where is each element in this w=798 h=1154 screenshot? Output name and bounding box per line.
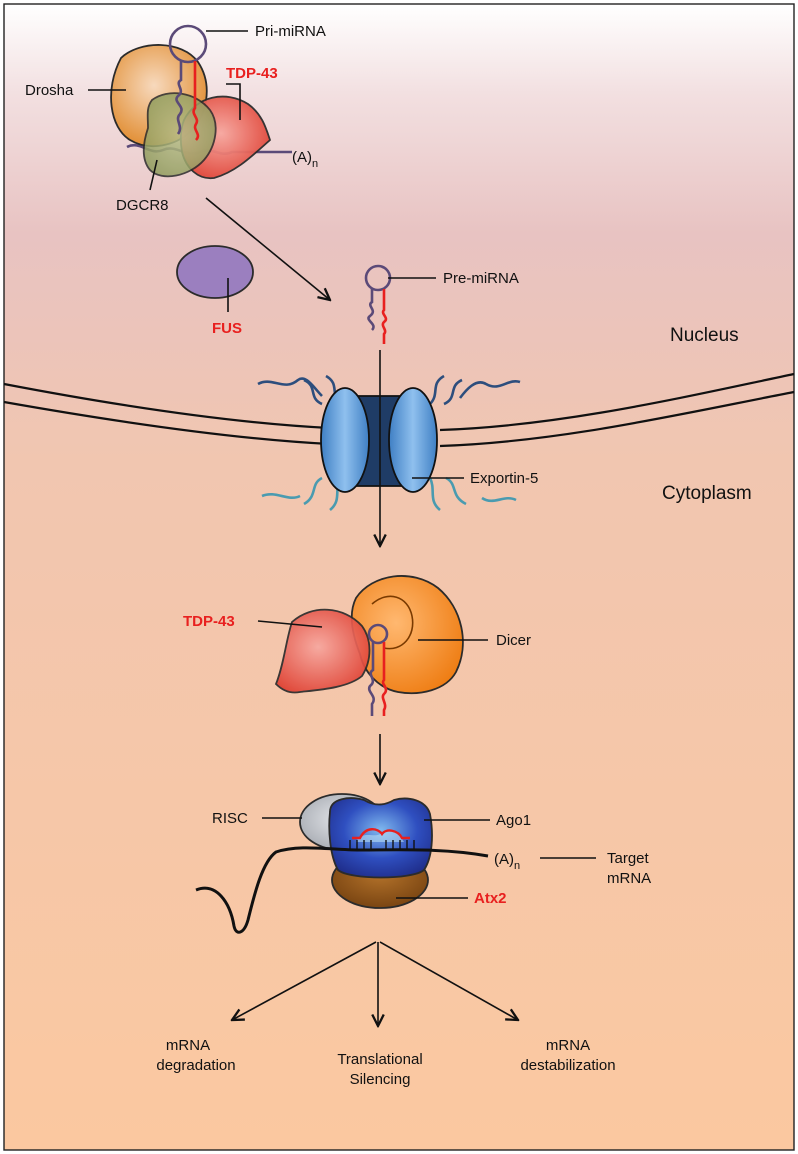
polya-label-top: (A)n [292,149,318,170]
target-mrna-label-1: Target [607,850,650,867]
tdp43-label-dicer: TDP-43 [183,613,235,630]
cytoplasm-label: Cytoplasm [662,483,752,504]
exportin5-label: Exportin-5 [470,470,538,487]
outcome-destabilization-1: mRNA [546,1037,590,1054]
pre-mirna-label: Pre-miRNA [443,270,519,287]
polya-label-bottom: (A)n [494,851,520,872]
processing-arrow [205,197,330,300]
risc-complex [195,793,489,934]
nucleus-label: Nucleus [670,325,739,346]
drosha-complex [110,24,292,180]
dicer-label: Dicer [496,632,531,649]
exportin5-left [320,387,370,493]
atx2-label: Atx2 [474,890,507,907]
dicer-complex [274,575,464,716]
nuclear-pore-exportin5 [257,374,521,511]
target-mrna-label-2: mRNA [607,870,651,887]
target-mrna-strand [195,846,489,934]
tdp43-shape-dicer [274,608,371,694]
outcome-silencing-1: Translational [337,1051,422,1068]
dgcr8-label: DGCR8 [116,197,169,214]
pri-mirna-label: Pri-miRNA [255,23,326,40]
outcome-destabilization-2: destabilization [520,1057,615,1074]
exportin5-right [388,387,438,493]
outcome-arrows [232,941,518,1026]
tdp43-label-top: TDP-43 [226,65,278,82]
risc-label: RISC [212,810,248,827]
drosha-label: Drosha [25,82,74,99]
ago1-label: Ago1 [496,812,531,829]
pri-mirna-red-strand [192,61,200,141]
pri-mirna-loop [168,24,208,64]
fus-label: FUS [212,320,242,337]
outcome-degradation-2: degradation [156,1057,235,1074]
nuclear-envelope [3,372,795,448]
outcome-degradation-1: mRNA [166,1037,210,1054]
dgcr8-shape [142,92,217,178]
fus-shape [176,245,254,299]
outcome-silencing-2: Silencing [350,1071,411,1088]
